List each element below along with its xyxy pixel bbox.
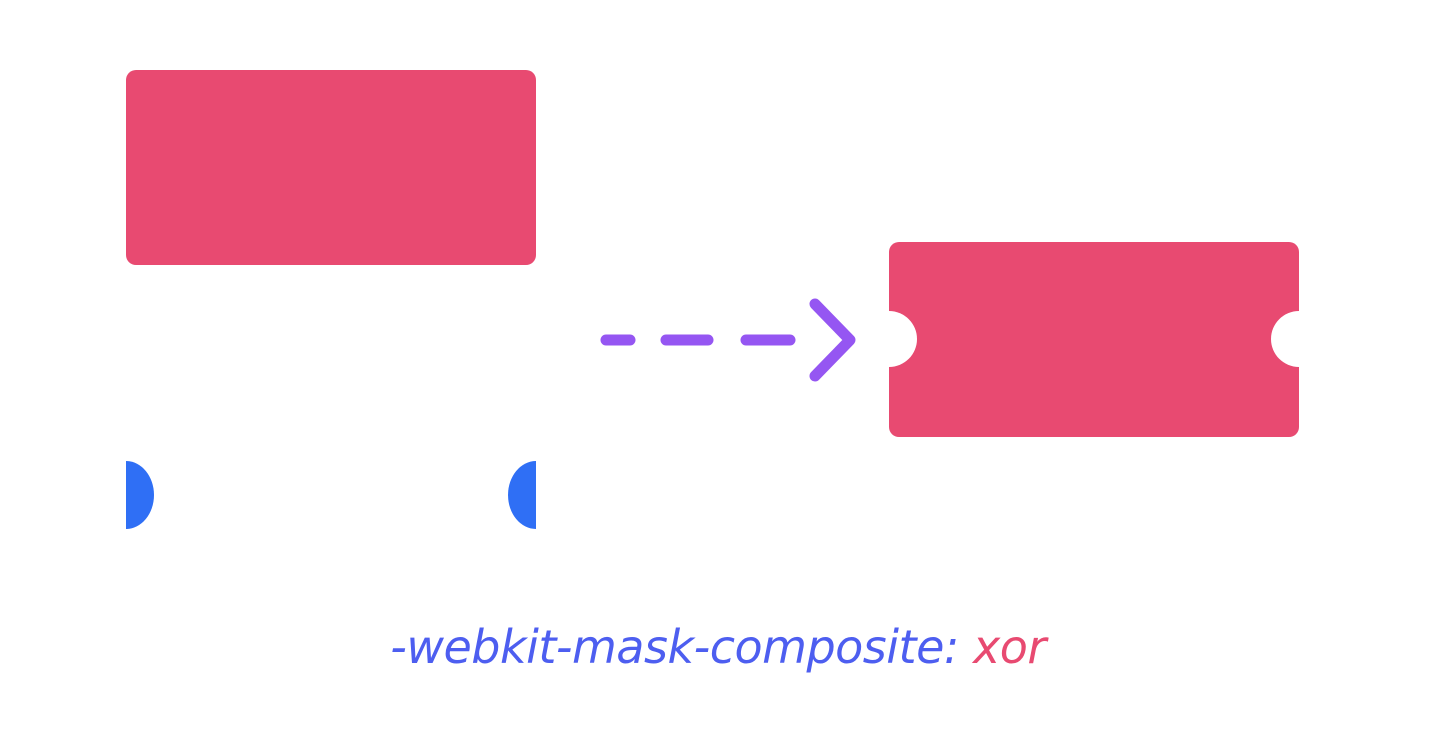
mask-half-circle-left <box>126 461 154 529</box>
caption: -webkit-mask-composite: xor <box>0 612 1436 682</box>
caption-value: xor <box>973 620 1046 674</box>
mask-half-circle-right <box>508 461 536 529</box>
dashed-arrow-right-icon <box>600 298 856 382</box>
result-ticket-shape <box>889 242 1299 437</box>
caption-property: -webkit-mask-composite: <box>390 620 959 674</box>
source-rectangle <box>126 70 536 265</box>
